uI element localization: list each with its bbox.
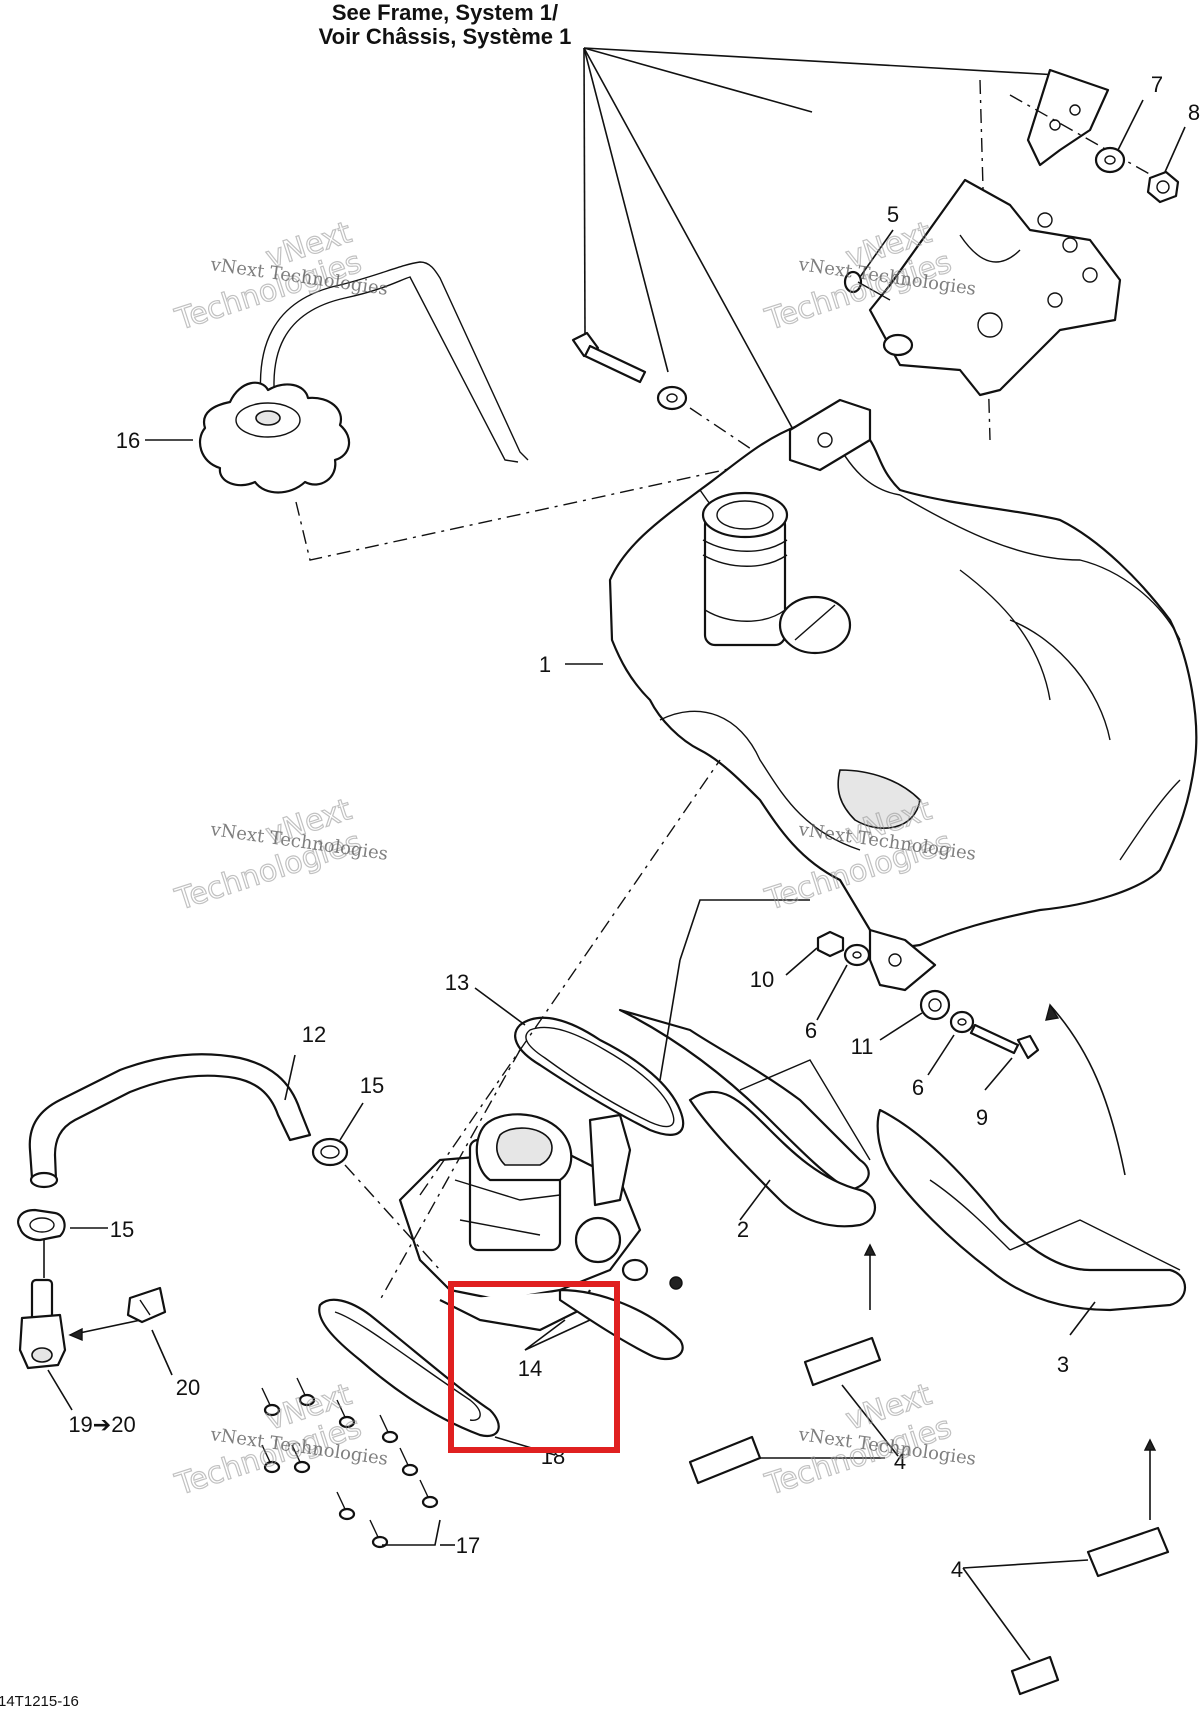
watermark-mid-left: vNext Technologies vNext Technologies [170, 792, 389, 919]
header-line-1: See Frame, System 1/ [332, 0, 558, 25]
washer-6a [843, 943, 871, 967]
callout-13: 13 [445, 970, 469, 995]
quick-connector-19 [18, 1278, 151, 1370]
bracket-5 [868, 178, 1122, 397]
washer-top [656, 385, 688, 411]
washer-7 [1094, 146, 1126, 174]
watermark-bottom-left: vNext Technologies vNext Technologies [170, 1377, 389, 1504]
shield-3 [876, 1108, 1186, 1312]
nut-8 [1146, 170, 1180, 204]
spacer-11 [919, 989, 951, 1021]
figure-code: 14T1215-16 [0, 1693, 79, 1710]
bolt-9 [969, 1023, 1040, 1060]
screw-5 [843, 270, 891, 301]
callout-5: 5 [887, 202, 899, 227]
shield-2 [618, 1008, 876, 1228]
callout-19-to-20: 19➔20 [68, 1412, 135, 1437]
callout-15-b: 15 [110, 1217, 134, 1242]
callout-6-a: 6 [805, 1018, 817, 1043]
fuel-hose-12 [28, 1053, 312, 1189]
callout-9: 9 [976, 1105, 988, 1130]
callout-7: 7 [1151, 72, 1163, 97]
screws-17 [261, 1377, 455, 1549]
callout-leaders [145, 99, 1186, 1661]
callout-8: 8 [1188, 100, 1200, 125]
bolt-top [571, 331, 647, 384]
callout-16: 16 [116, 428, 140, 453]
gasket-13 [514, 1016, 685, 1136]
callout-20: 20 [176, 1375, 200, 1400]
fuel-pump-14 [398, 1113, 684, 1361]
callout-11: 11 [851, 1034, 874, 1059]
callout-6-b: 6 [912, 1075, 924, 1100]
callout-4-a: 4 [894, 1449, 906, 1474]
callout-10: 10 [750, 967, 774, 992]
highlight-box-part-14[interactable] [448, 1281, 620, 1453]
header-line-2: Voir Châssis, Système 1 [319, 24, 572, 49]
callout-17: 17 [456, 1533, 480, 1558]
clamp-15-top [311, 1137, 349, 1167]
callout-4-b: 4 [951, 1557, 963, 1582]
callout-12: 12 [302, 1022, 326, 1047]
vent-hose [259, 261, 529, 463]
clip-20 [126, 1286, 167, 1324]
nut-10 [816, 930, 845, 958]
header-leaders [583, 47, 1059, 476]
callout-15-a: 15 [360, 1073, 384, 1098]
fuel-cap-16 [198, 381, 351, 494]
clamp-15-left [17, 1208, 66, 1242]
callout-3: 3 [1057, 1352, 1069, 1377]
callout-14: 14 [518, 1356, 542, 1381]
callout-2: 2 [737, 1217, 749, 1242]
washer-6b [949, 1010, 975, 1034]
fuel-tank-1 [608, 398, 1198, 992]
watermark-bottom-right: vNext Technologies vNext Technologies [760, 1377, 977, 1504]
callout-1: 1 [539, 652, 551, 677]
pads-4 [688, 1243, 1170, 1696]
